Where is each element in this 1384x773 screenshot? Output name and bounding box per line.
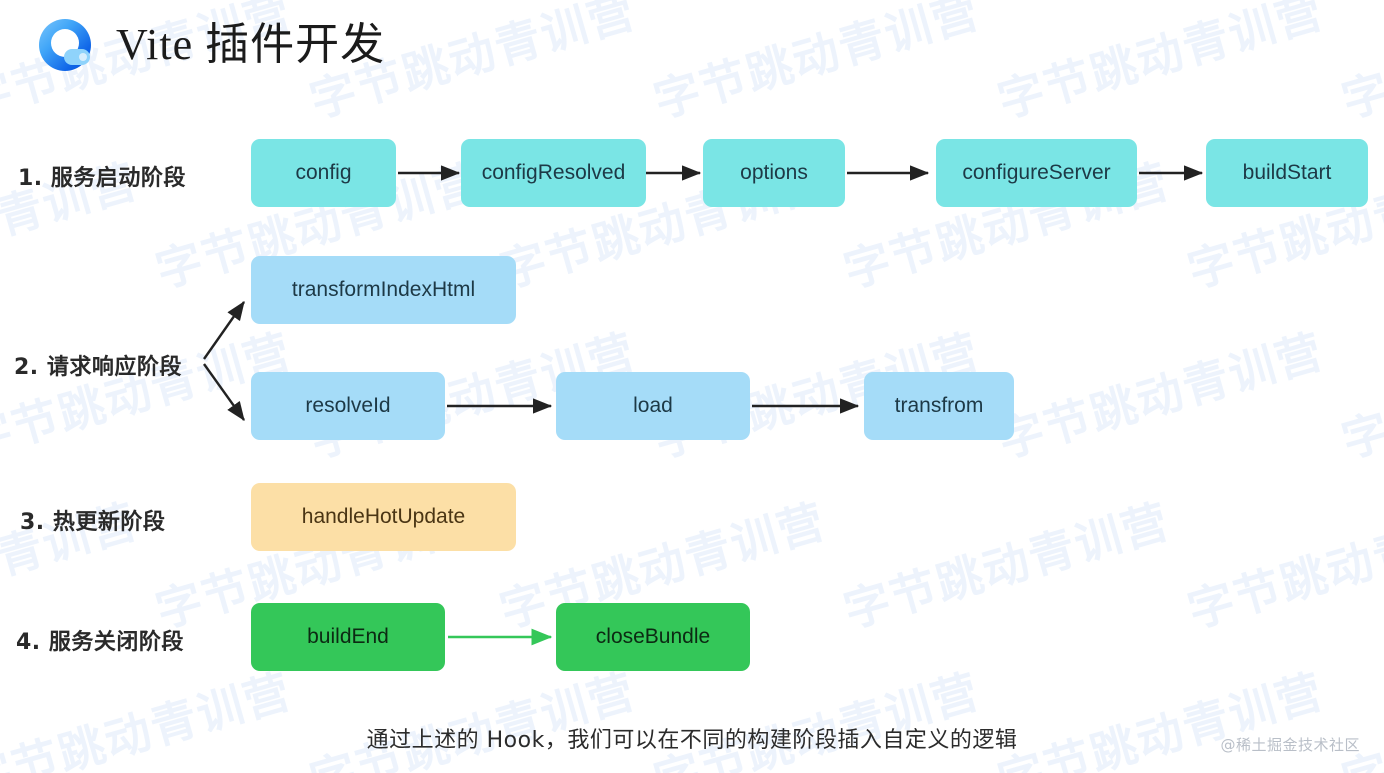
node-config[interactable]: config [251, 139, 396, 207]
node-handle-hot-update[interactable]: handleHotUpdate [251, 483, 516, 551]
row-label-hot-update: 3. 热更新阶段 [20, 510, 166, 535]
node-load[interactable]: load [556, 372, 750, 440]
logo-pill [64, 49, 90, 65]
node-close-bundle[interactable]: closeBundle [556, 603, 750, 671]
page-title: Vite 插件开发 [116, 20, 386, 69]
row-label-request-response: 2. 请求响应阶段 [14, 355, 182, 380]
node-build-start[interactable]: buildStart [1206, 139, 1368, 207]
node-resolve-id[interactable]: resolveId [251, 372, 445, 440]
node-transform-index-html[interactable]: transformIndexHtml [251, 256, 516, 324]
node-config-resolved[interactable]: configResolved [461, 139, 646, 207]
slide-caption: 通过上述的 Hook，我们可以在不同的构建阶段插入自定义的逻辑 [366, 728, 1018, 753]
vite-circle-logo-icon [36, 16, 94, 74]
community-credit: @稀土掘金技术社区 [1220, 736, 1360, 754]
row-label-service-close: 4. 服务关闭阶段 [16, 630, 184, 655]
node-transfrom[interactable]: transfrom [864, 372, 1014, 440]
row-label-service-start: 1. 服务启动阶段 [18, 166, 186, 191]
node-build-end[interactable]: buildEnd [251, 603, 445, 671]
node-configure-server[interactable]: configureServer [936, 139, 1137, 207]
node-options[interactable]: options [703, 139, 845, 207]
slide-header: Vite 插件开发 [36, 16, 385, 74]
